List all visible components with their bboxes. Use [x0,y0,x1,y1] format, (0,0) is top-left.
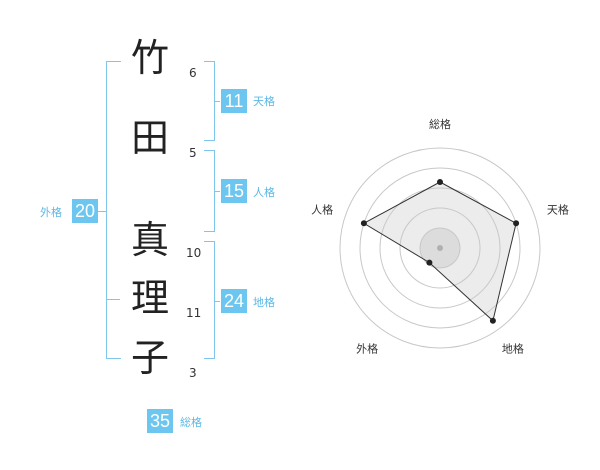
radar-point-2 [513,220,520,227]
name-char-2: 田 [130,116,169,160]
radar-grid-ring-3 [379,187,501,309]
gaikaku-bracket-tick [106,299,120,300]
stroke-count-4: 11 [186,306,202,320]
name-char-3: 真 [130,218,169,262]
radar-point-4 [426,259,433,266]
gaikaku-bracket [106,61,121,359]
chikaku-value: 24 [221,289,247,313]
chikaku-connector [215,301,220,302]
soukaku-value: 35 [147,409,173,433]
stroke-count-5: 3 [189,366,197,380]
chikaku-bracket [204,241,215,359]
stroke-count-2: 5 [189,146,197,160]
name-char-4: 理 [130,276,169,320]
radar-point-1 [437,179,443,185]
radar-grid-ring-5 [339,147,541,349]
jinkaku-value: 15 [221,179,247,203]
tenkaku-label: 天格 [253,95,275,108]
soukaku-label: 総格 [180,416,202,429]
chikaku-label: 地格 [253,296,275,309]
radar-grid-ring-2 [399,207,481,289]
gaikaku-label: 外格 [40,206,62,219]
radar-grid-ring-4 [359,167,521,329]
jinkaku-connector [215,191,220,192]
tenkaku-value: 11 [221,89,247,113]
name-char-5: 子 [130,336,169,380]
gaikaku-value: 20 [72,199,98,223]
stroke-count-3: 10 [186,246,202,260]
stroke-count-1: 6 [189,66,197,80]
jinkaku-label: 人格 [253,186,275,199]
jinkaku-bracket [204,150,215,232]
radar-point-3 [489,317,496,324]
tenkaku-connector [215,101,220,102]
name-char-1: 竹 [130,36,169,80]
radar-data-polygon [362,181,517,322]
tenkaku-bracket [204,61,215,141]
radar-axis-label-2: 天格 [547,203,569,217]
radar-axis-label-4: 外格 [356,341,378,355]
radar-point-5 [360,220,367,227]
gaikaku-connector [98,211,106,212]
radar-center-dot [437,245,443,251]
radar-axis-label-1: 総格 [429,117,451,131]
radar-axis-label-3: 地格 [502,341,524,355]
radar-axis-label-5: 人格 [311,203,333,217]
